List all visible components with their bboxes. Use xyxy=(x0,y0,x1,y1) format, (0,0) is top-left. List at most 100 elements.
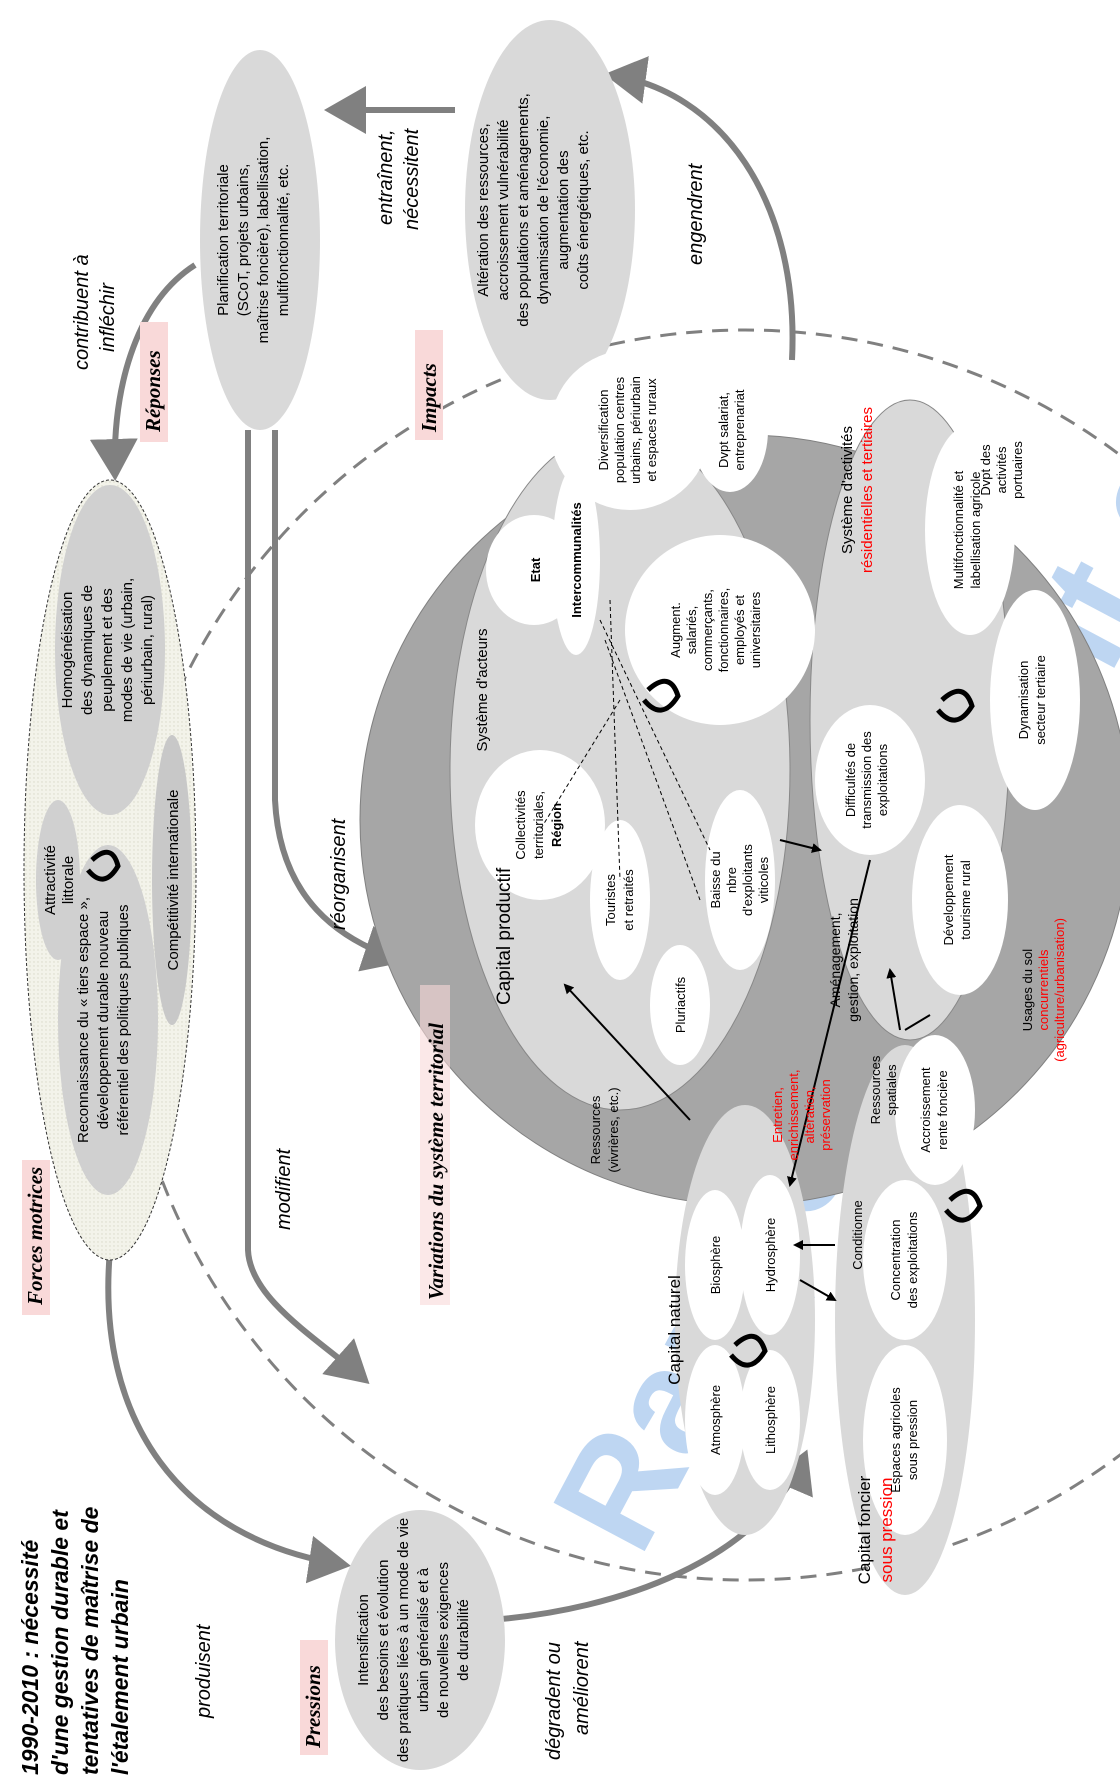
dvpt-portuaires-line-2: activités xyxy=(994,446,1009,493)
capital-naturel-label: Capital naturel xyxy=(665,1275,684,1385)
pressions-label-bg xyxy=(300,1640,328,1755)
reconnaissance-ellipse xyxy=(58,845,158,1195)
pressions-label: Pressions xyxy=(301,1665,325,1749)
reponses-line-2: (SCoT, projets urbains, xyxy=(235,164,252,317)
link-labels: Ressources (vivrières, etc.) Entretien, … xyxy=(588,918,1067,1270)
augment-line-5: employés et xyxy=(732,595,747,665)
collectivites-line-3: Région xyxy=(549,803,564,847)
variations-label: Variations du système territorial xyxy=(424,1023,448,1300)
impacts-line-6: coûts énergétiques, etc. xyxy=(575,130,592,289)
biosphere-text: Biosphère xyxy=(708,1236,723,1295)
developpement-tourisme-line-2: tourisme rural xyxy=(958,860,973,940)
attractivite-line-1: Attractivité xyxy=(42,845,59,915)
conditionne-label: Conditionne xyxy=(850,1200,865,1269)
arrow-conditionne-2 xyxy=(799,1279,837,1301)
pressions-group xyxy=(335,1510,505,1770)
homogeneisation-line-4: modes de vie (urbain, xyxy=(119,578,136,722)
dvpt-salariat-line-2: entreprenariat xyxy=(732,389,747,470)
cycle-icon xyxy=(86,849,121,882)
amenagement-texts: Aménagement, gestion, exploitation xyxy=(827,898,861,1022)
developpement-tourisme-ellipse xyxy=(912,805,1008,995)
impacts-label: Impacts xyxy=(417,363,441,433)
collectivites-line-2: territoriales, xyxy=(531,791,546,859)
dynamisation-line-1: Dynamisation xyxy=(1016,661,1031,740)
usages-line-2: concurrentiels xyxy=(1036,949,1051,1030)
difficultes-ellipse xyxy=(815,705,925,855)
entrainent-line-2: nécessitent xyxy=(401,127,423,230)
dynamisation-line-2: secteur tertiaire xyxy=(1033,655,1048,745)
competitivite-text: Compétitivité internationale xyxy=(165,790,182,971)
arrow-modifient xyxy=(245,430,370,1384)
dashed-links xyxy=(539,599,711,901)
difficultes-line-2: transmission des xyxy=(859,731,874,829)
capital-productif-group xyxy=(359,350,1120,1206)
capital-foncier-group xyxy=(835,1035,983,1595)
capital-foncier-label: Capital foncier xyxy=(855,1475,874,1584)
entrainent-line-1: entraînent, xyxy=(375,129,397,225)
baisse-line-3: d'exploitants xyxy=(740,844,755,916)
usages-line-1: Usages du sol xyxy=(1020,949,1035,1031)
attractivite-line-2: littorale xyxy=(60,856,77,904)
multifonctionnalite-line-2: labellisation agricole xyxy=(968,471,983,588)
reconnaissance-line-3: référentiel des politiques publiques xyxy=(115,905,132,1136)
pressions-line-5: de nouvelles exigences xyxy=(435,1562,452,1718)
atmosphere-ellipse xyxy=(685,1345,745,1495)
reponses-line-1: Planification territoriale xyxy=(215,164,232,316)
developpement-tourisme-line-1: Développement xyxy=(941,854,956,945)
baisse-line-4: viticoles xyxy=(756,856,771,903)
diversification-line-1: Diversification xyxy=(596,390,611,471)
impacts-line-5: augmentation des xyxy=(555,150,572,269)
amenagement-line-2: gestion, exploitation xyxy=(845,898,861,1022)
forces-motrices-label-bg xyxy=(22,1160,50,1315)
capital-naturel-group xyxy=(675,1105,815,1535)
augment-ellipse xyxy=(625,535,815,725)
diversification-ellipse xyxy=(550,350,710,510)
impacts-line-4: dynamisation de l'économie, xyxy=(535,116,552,305)
forces-motrices-label: Forces motrices xyxy=(23,1167,47,1306)
difficultes-line-1: Difficultés de xyxy=(843,743,858,817)
variations-label-bg xyxy=(420,985,450,1305)
entretien-line-2: enrichissement, xyxy=(786,1069,801,1160)
systeme-activites-label-2: résidentielles et tertiaires xyxy=(859,407,876,573)
reconnaissance-line-2: développement durable nouveau xyxy=(95,911,112,1130)
pressions-ellipse xyxy=(335,1510,505,1770)
forces-motrices-group xyxy=(23,479,197,1261)
arrow-labels: contribuent à infléchir entraînent, néce… xyxy=(71,127,707,1760)
degradent-line-2: améliorent xyxy=(571,1640,593,1735)
title-line-1: 1990-2010 : nécessité xyxy=(17,1540,43,1775)
title-line-4: l'étalement urbain xyxy=(107,1579,133,1775)
contribuent-line-2: infléchir xyxy=(97,282,119,352)
intercommunalites-ellipse xyxy=(552,465,600,655)
contribuent-line-1: contribuent à xyxy=(71,254,93,370)
concentration-line-1: Concentration xyxy=(888,1220,903,1301)
title-line-2: d'une gestion durable et xyxy=(47,1509,73,1775)
biosphere-ellipse xyxy=(685,1190,745,1340)
augment-line-6: universitaires xyxy=(748,591,763,668)
multifonctionnalite-line-1: Multifonctionnalité et xyxy=(951,470,966,589)
accroissement-ellipse xyxy=(895,1035,975,1185)
diversification-line-2: population centres xyxy=(612,376,627,483)
arrow-entretien xyxy=(787,859,871,1187)
homogeneisation-line-3: peuplement et des xyxy=(99,588,116,711)
lithosphere-text: Lithosphère xyxy=(763,1386,778,1454)
degradent-line-1: dégradent ou xyxy=(543,1642,565,1760)
reponses-line-4: multifonctionnalité, etc. xyxy=(275,164,292,317)
capital-foncier-sous-pression: sous pression xyxy=(877,1478,896,1583)
forces-motrices-texts: Forces motrices Reconnaissance du « tier… xyxy=(22,578,182,1315)
impacts-label-bg xyxy=(415,330,443,440)
pressions-line-3: des pratiques liées à un mode de vie xyxy=(395,1518,412,1762)
activites-cycle-icon xyxy=(936,688,975,723)
espaces-line-1: Espaces agricoles xyxy=(888,1387,903,1493)
lithosphere-ellipse xyxy=(740,1350,800,1490)
foncier-cycle-icon xyxy=(944,1188,983,1223)
usages-line-3: (agriculture/urbanisation) xyxy=(1052,918,1067,1062)
collectivites-line-1: Collectivités xyxy=(513,790,528,860)
naturel-cycle-icon xyxy=(729,1333,768,1368)
impacts-line-3: des populations et aménagements, xyxy=(515,93,532,327)
accroissement-line-2: rente foncière xyxy=(935,1070,950,1150)
entretien-line-3: altération, xyxy=(802,1086,817,1143)
produisent-label: produisent xyxy=(193,1623,215,1719)
pluriactifs-ellipse xyxy=(650,945,710,1065)
homogeneisation-line-2: des dynamiques de xyxy=(79,585,96,715)
